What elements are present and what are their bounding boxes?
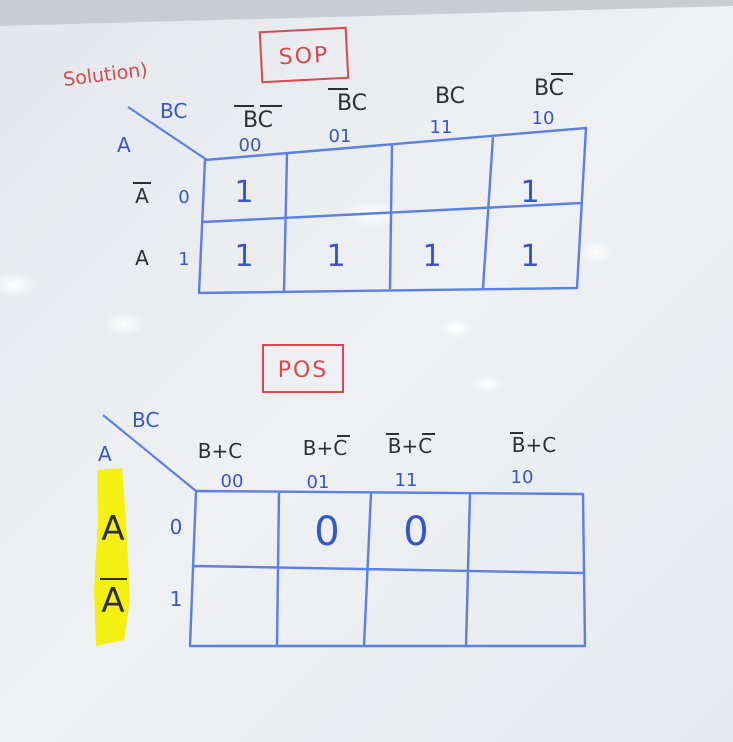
light-glare xyxy=(0,271,38,299)
sop-grid xyxy=(197,126,588,295)
pos-title-box xyxy=(262,344,344,393)
sop-col-code: 11 xyxy=(430,117,453,138)
sop-col-code: 00 xyxy=(239,135,262,156)
pos-cell-value: 0 xyxy=(314,509,339,555)
pos-col-code: 11 xyxy=(395,470,418,491)
pos-row-index: 1 xyxy=(170,587,183,611)
sop-cell-value: 1 xyxy=(520,175,539,210)
sop-col-term: BC xyxy=(337,91,367,116)
pos-col-term: B+C xyxy=(388,434,432,458)
board-top-frame xyxy=(0,0,733,26)
pos-col-term: B+C xyxy=(198,439,242,463)
pos-col-code: 10 xyxy=(511,467,534,488)
pos-col-code: 01 xyxy=(307,472,330,493)
pos-row-term: A xyxy=(101,581,124,621)
pos-grid xyxy=(188,489,587,648)
light-glare xyxy=(104,312,144,336)
pos-row-term: A xyxy=(101,509,124,549)
sop-row-index: 0 xyxy=(178,187,189,208)
sop-cell-value: 1 xyxy=(326,239,345,274)
sop-col-code: 01 xyxy=(329,126,352,147)
pos-corner-col-var: BC xyxy=(132,408,159,432)
sop-cell-value: 1 xyxy=(520,239,539,274)
pos-col-code: 00 xyxy=(221,471,244,492)
sop-col-term: BC xyxy=(243,108,273,133)
sop-corner-col-var: BC xyxy=(160,99,187,123)
sop-row-term: A xyxy=(135,246,149,270)
highlighter-mark xyxy=(94,468,130,646)
sop-row-index: 1 xyxy=(178,249,189,270)
pos-corner-row-var: A xyxy=(98,442,112,466)
sop-col-term: BC xyxy=(534,76,564,101)
pos-corner-diagonal xyxy=(102,414,197,492)
pos-cell-value: 0 xyxy=(403,509,428,555)
sop-corner-row-var: A xyxy=(117,133,131,157)
sop-col-code: 10 xyxy=(532,108,555,129)
pos-col-term: B+C xyxy=(512,433,556,457)
pos-col-term: B+C xyxy=(303,436,347,460)
sop-corner-diagonal xyxy=(127,106,208,161)
sop-cell-value: 1 xyxy=(234,239,253,274)
sop-title-box xyxy=(258,26,350,84)
light-glare xyxy=(578,240,614,264)
light-glare xyxy=(471,374,503,394)
pos-row-index: 0 xyxy=(170,515,183,539)
light-glare xyxy=(438,317,474,339)
sop-cell-value: 1 xyxy=(234,175,253,210)
sop-row-term: A xyxy=(135,184,149,208)
pos-title: POS xyxy=(278,358,329,383)
sop-col-term: BC xyxy=(435,84,465,109)
sop-title: SOP xyxy=(278,43,330,71)
sop-cell-value: 1 xyxy=(422,239,441,274)
